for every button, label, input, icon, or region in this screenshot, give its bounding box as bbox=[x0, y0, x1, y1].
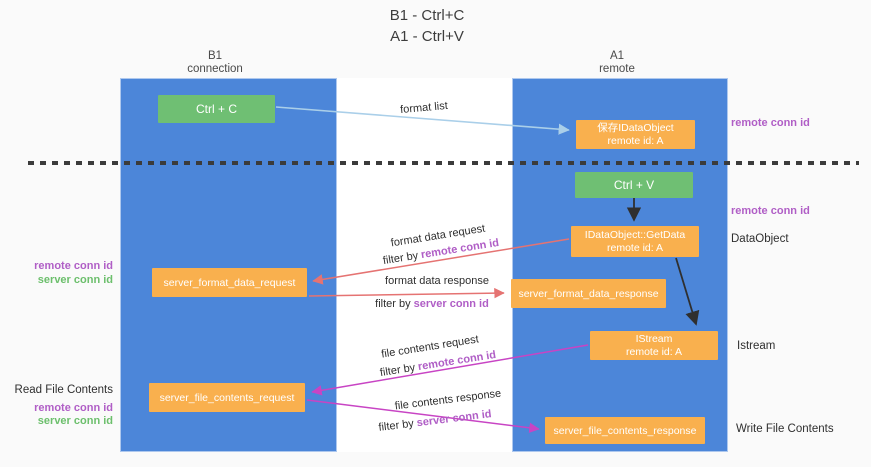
ctrl-v-label: Ctrl + V bbox=[613, 178, 655, 192]
title-line-2: A1 - Ctrl+V bbox=[390, 28, 464, 45]
server-format-data-response-label: server_format_data_response bbox=[518, 287, 659, 300]
getdata-line2: remote id: A bbox=[606, 241, 664, 254]
server-format-data-request-label: server_format_data_request bbox=[163, 276, 296, 289]
server-file-contents-response-label: server_file_contents_response bbox=[553, 424, 697, 437]
server-file-contents-request-label: server_file_contents_request bbox=[159, 391, 295, 404]
filter-by-text-2: filter by bbox=[375, 298, 411, 310]
getdata-line1: IDataObject::GetData bbox=[584, 228, 686, 241]
dashed-divider-line bbox=[28, 161, 859, 165]
diagram-title: B1 - Ctrl+C A1 - Ctrl+V bbox=[357, 5, 497, 47]
istream-line2: remote id: A bbox=[625, 345, 683, 358]
save-idataobject-line2: remote id: A bbox=[607, 134, 664, 147]
write-file-contents-label: Write File Contents bbox=[736, 423, 834, 435]
right-remote-conn-id-mid: remote conn id bbox=[731, 205, 810, 217]
dataobject-label: DataObject bbox=[731, 233, 789, 245]
left-remote-conn-id: remote conn id bbox=[34, 260, 113, 272]
lane-a1-name: A1 bbox=[609, 50, 625, 62]
server-file-contents-response-box: server_file_contents_response bbox=[545, 417, 705, 444]
left2-server-conn-id: server conn id bbox=[37, 415, 113, 427]
ctrl-c-label: Ctrl + C bbox=[195, 102, 237, 116]
server-format-data-request-box: server_format_data_request bbox=[152, 268, 307, 297]
read-file-contents-label: Read File Contents bbox=[14, 384, 113, 396]
right-remote-conn-id-top: remote conn id bbox=[731, 117, 810, 129]
lane-a1-subtitle: remote bbox=[599, 63, 635, 75]
left-server-conn-id: server conn id bbox=[37, 274, 113, 286]
left2-remote-conn-id: remote conn id bbox=[34, 402, 113, 414]
lane-header-a1: A1 remote bbox=[557, 50, 677, 76]
istream-line1: IStream bbox=[635, 332, 673, 345]
ctrl-c-box: Ctrl + C bbox=[158, 95, 275, 123]
idataobject-getdata-box: IDataObject::GetData remote id: A bbox=[571, 226, 699, 257]
lane-b1-subtitle: connection bbox=[187, 63, 243, 75]
save-idataobject-line1: 保存IDataObject bbox=[597, 121, 674, 134]
istream-box: IStream remote id: A bbox=[590, 331, 718, 360]
title-line-1: B1 - Ctrl+C bbox=[389, 7, 465, 24]
server-file-contents-request-box: server_file_contents_request bbox=[149, 383, 305, 412]
save-idataobject-box: 保存IDataObject remote id: A bbox=[576, 120, 695, 149]
istream-side-label: Istream bbox=[737, 340, 776, 352]
ctrl-v-box: Ctrl + V bbox=[575, 172, 693, 198]
lane-b1-name: B1 bbox=[207, 50, 223, 62]
server-format-data-response-box: server_format_data_response bbox=[511, 279, 666, 308]
server-conn-id-text-1: server conn id bbox=[413, 298, 489, 310]
lane-header-b1: B1 connection bbox=[155, 50, 275, 76]
format-data-response-label: format data response bbox=[385, 275, 489, 287]
